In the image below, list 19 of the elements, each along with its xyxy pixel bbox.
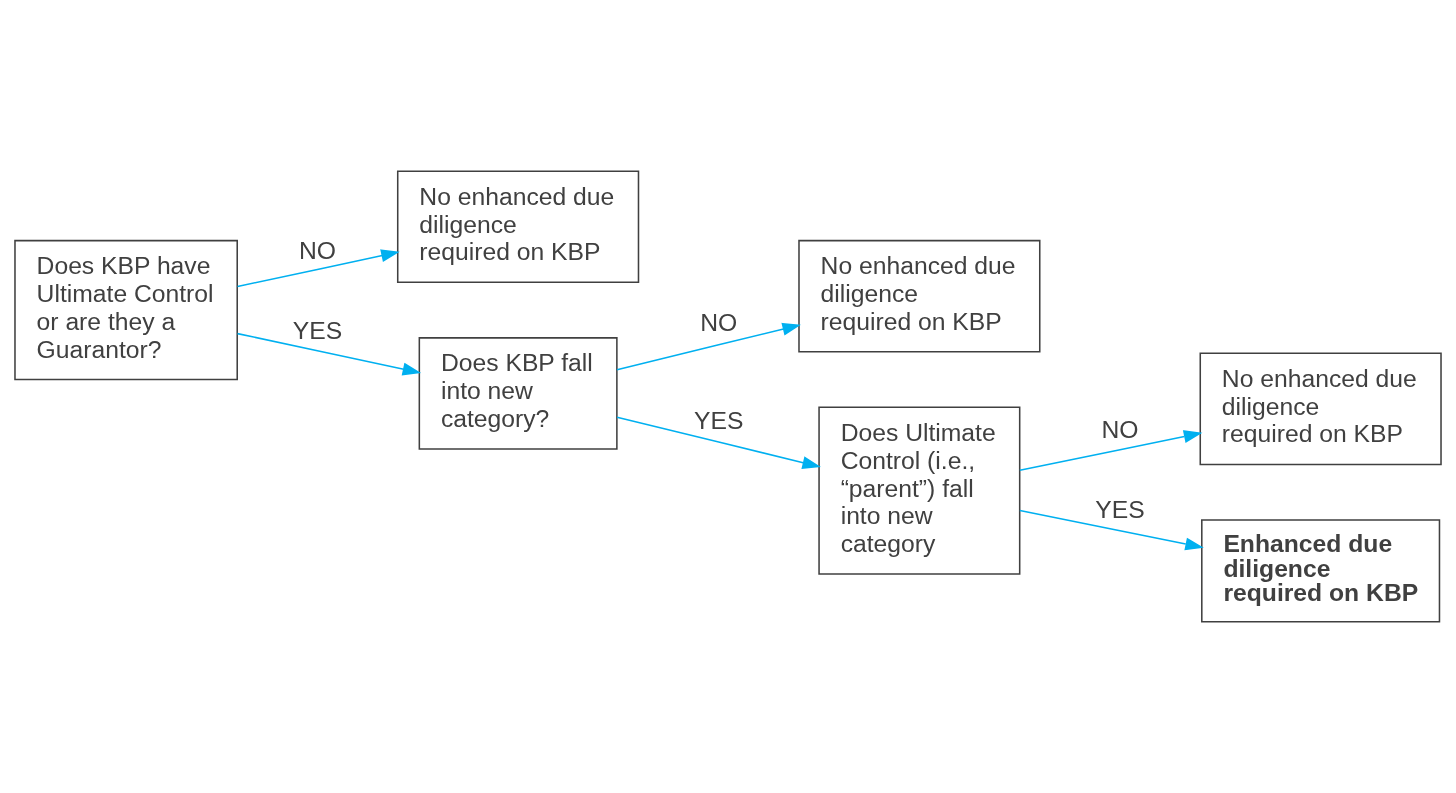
arrow <box>1019 430 1203 472</box>
arrow <box>1019 509 1204 551</box>
arrow <box>236 249 400 288</box>
edge-label: NO <box>700 309 738 337</box>
node-box: No enhanced due diligence required on KBP <box>798 239 1041 353</box>
edge-label: NO <box>1101 415 1139 443</box>
arrow <box>616 416 821 469</box>
node-box: No enhanced due diligence required on KBP <box>396 170 640 284</box>
arrow <box>616 322 801 371</box>
node-box: Enhanced due diligence required on KBP <box>1201 519 1441 623</box>
arrow <box>236 332 422 376</box>
edge-label: YES <box>694 406 744 434</box>
node-box: Does Ultimate Control (i.e., “parent”) fall into new category <box>818 406 1021 575</box>
edge-label: YES <box>292 317 343 345</box>
node-box: Does KBP have Ultimate Control or are they a Guarantor? <box>14 239 238 381</box>
node-box: Does KBP fall into new category? <box>418 337 618 450</box>
edge-label: YES <box>1095 496 1145 524</box>
edge-label: NO <box>298 236 336 264</box>
node-box: No enhanced due diligence required on KBP <box>1199 352 1442 466</box>
